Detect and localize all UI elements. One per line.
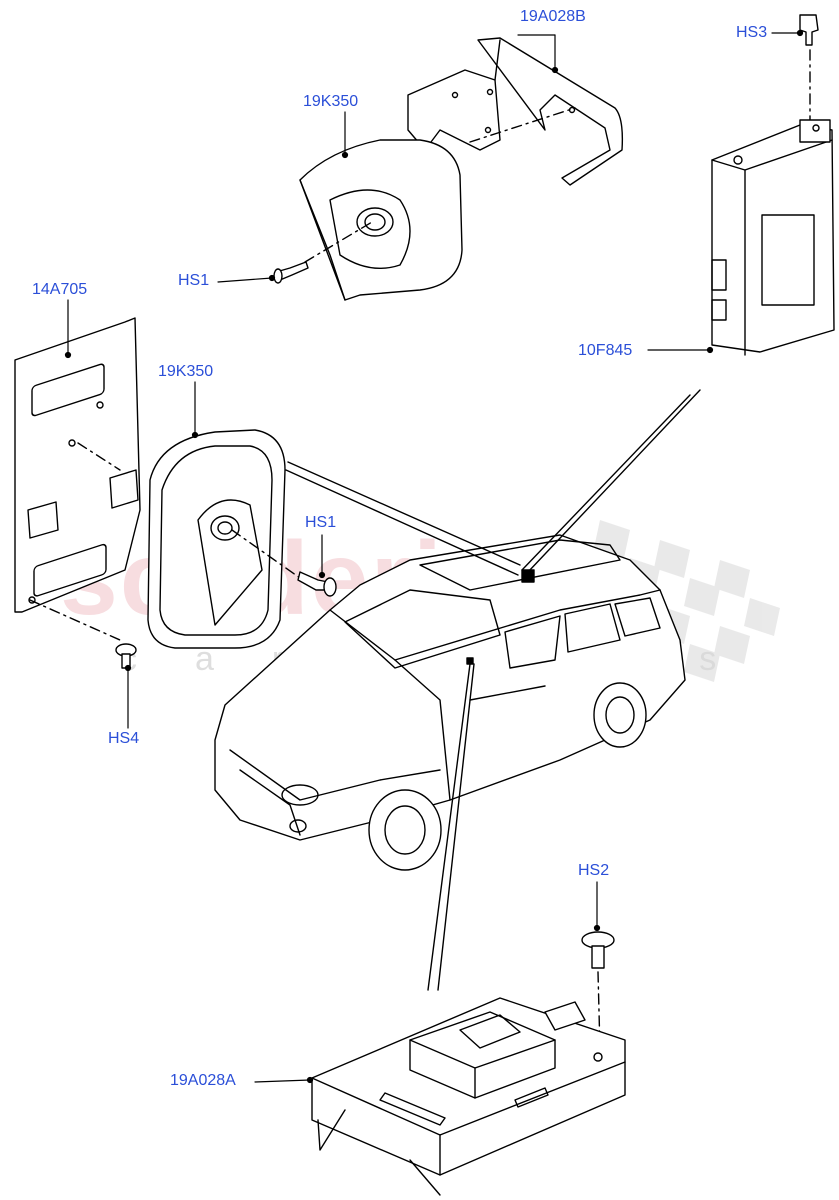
part-label-10f845[interactable]: 10F845 (578, 342, 633, 359)
bracket-19a028b (407, 37, 624, 186)
module-10f845 (711, 119, 835, 356)
bolt-hs2 (581, 931, 615, 1051)
bolt-hs1-upper (273, 261, 309, 284)
tray-19a028a (311, 997, 626, 1196)
part-label-hs1-upper[interactable]: HS1 (178, 272, 210, 289)
part-label-19a028b[interactable]: 19A028B (520, 8, 586, 25)
bracket-14a705 (14, 317, 141, 641)
vehicle-illustration (214, 534, 686, 871)
cover-19k350-lower (147, 429, 301, 649)
cover-19k350-upper (299, 139, 463, 301)
part-label-14a705[interactable]: 14A705 (32, 281, 88, 298)
part-label-hs3[interactable]: HS3 (736, 24, 768, 41)
part-label-19k350-upper[interactable]: 19K350 (303, 93, 359, 110)
part-label-hs4[interactable]: HS4 (108, 730, 140, 747)
part-label-19k350-lower[interactable]: 19K350 (158, 363, 214, 380)
part-label-19a028a[interactable]: 19A028A (170, 1072, 236, 1089)
part-label-hs1-lower[interactable]: HS1 (305, 514, 337, 531)
label-leaders (64, 29, 804, 1084)
bolt-hs3 (799, 14, 819, 121)
bolt-hs1-lower (297, 571, 337, 597)
connector-lines (285, 389, 701, 991)
part-label-hs2[interactable]: HS2 (578, 862, 610, 879)
bolt-hs4 (115, 643, 137, 669)
